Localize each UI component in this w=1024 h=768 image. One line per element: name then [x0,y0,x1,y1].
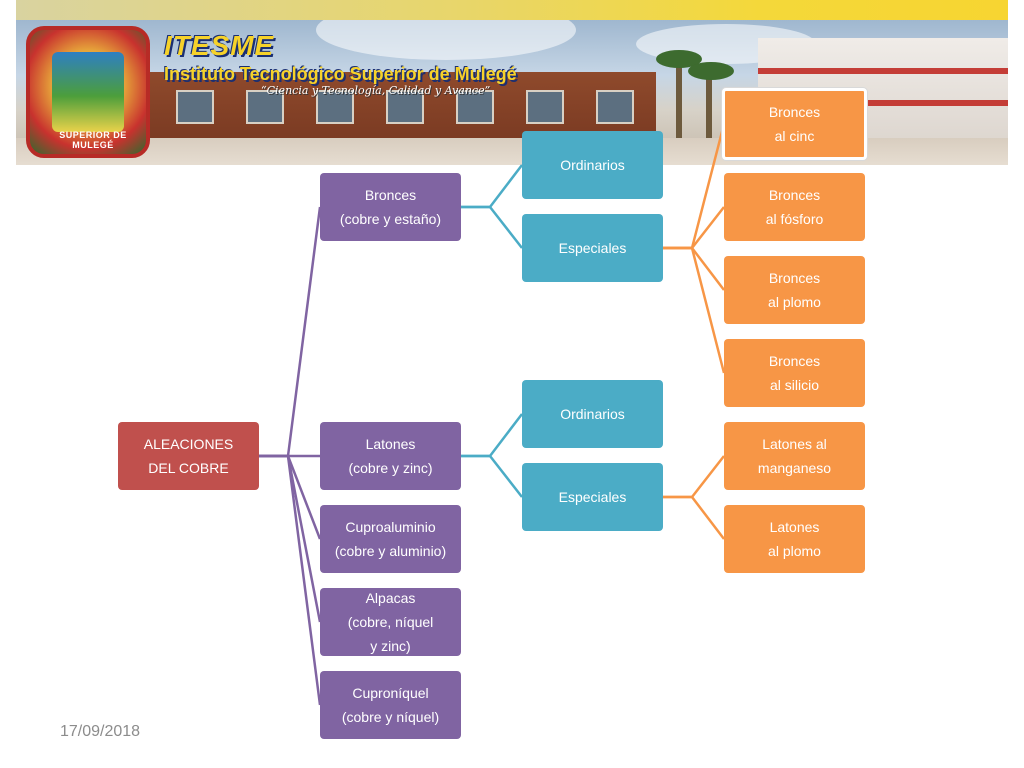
node-bronces[interactable]: Bronces (cobre y estaño) [320,173,461,241]
palm-trunk [676,60,682,140]
node-bronces-al-plomo[interactable]: Bronces al plomo [724,256,865,324]
connector-especiales-latones-plomo [663,495,725,540]
window [456,90,494,124]
palm-trunk [706,70,712,140]
banner-title: ITESME [164,30,275,61]
window [596,90,634,124]
window [526,90,564,124]
node-bronces-al-fosforo[interactable]: Bronces al fósforo [724,173,865,241]
node-latones-al-plomo[interactable]: Latones al plomo [724,505,865,573]
top-accent-bar [16,0,1008,20]
connector-especiales-silicio [663,246,726,374]
facade-stripe [758,100,1008,106]
connector-bronces-especiales [461,205,523,249]
institute-seal-logo: SUPERIOR DE MULEGÉ [26,26,150,158]
connector-especiales-cinc [663,123,726,250]
node-latones[interactable]: Latones (cobre y zinc) [320,422,461,490]
connector-root-cuproniquel [259,454,322,706]
node-bronces-especiales[interactable]: Especiales [522,214,663,282]
node-bronces-al-silicio[interactable]: Bronces al silicio [724,339,865,407]
node-bronces-ordinarios[interactable]: Ordinarios [522,131,663,199]
node-latones-al-manganeso[interactable]: Latones al manganeso [724,422,865,490]
banner-subtitle: Instituto Tecnológico Superior de Mulegé [164,64,517,84]
seal-emblem [52,52,124,132]
connector-latones-especiales [461,454,523,498]
window [316,90,354,124]
node-cuproniquel[interactable]: Cuproníquel (cobre y níquel) [320,671,461,739]
node-latones-especiales[interactable]: Especiales [522,463,663,531]
connector-root-bronces [259,206,322,458]
palm-leaves [688,62,734,80]
slide-date: 17/09/2018 [60,723,141,740]
seal-text: SUPERIOR DE MULEGÉ [59,130,127,150]
window [176,90,214,124]
facade-stripe [758,68,1008,74]
building-photo [136,72,656,142]
connector-root-alpacas [259,454,322,623]
window [386,90,424,124]
node-bronces-al-cinc[interactable]: Bronces al cinc [722,88,867,160]
palm-leaves [656,50,702,68]
node-latones-ordinarios[interactable]: Ordinarios [522,380,663,448]
node-alpacas[interactable]: Alpacas (cobre, níquel y zinc) [320,588,461,656]
node-cuproaluminio[interactable]: Cuproaluminio (cobre y aluminio) [320,505,461,573]
node-root[interactable]: ALEACIONES DEL COBRE [118,422,259,490]
window [246,90,284,124]
banner-motto: “Ciencia y Tecnología, Calidad y Avance” [261,84,491,97]
connector-especiales-manganeso [663,455,725,499]
connector-bronces-ordinarios [461,164,523,209]
connector-latones-ordinarios [461,413,523,458]
